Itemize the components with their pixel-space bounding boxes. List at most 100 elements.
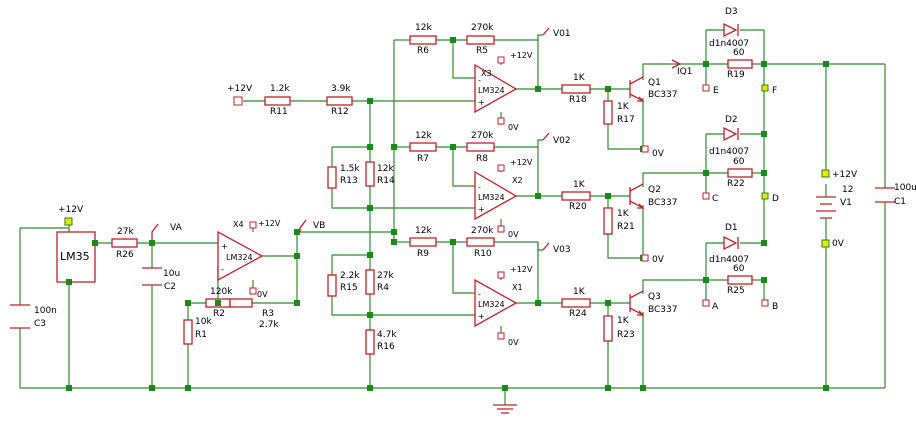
transistor-q3[interactable] <box>629 290 645 316</box>
resistor-r23[interactable] <box>603 315 613 342</box>
opamp-x3[interactable]: - + <box>474 63 518 114</box>
capacitor-c1[interactable] <box>875 187 895 203</box>
r5-ref: R5 <box>476 46 488 56</box>
c3-ref: C3 <box>34 319 46 329</box>
resistor-r1[interactable] <box>183 319 193 345</box>
resistor-r8[interactable] <box>466 142 495 152</box>
x1-plus-mark: + <box>478 312 485 321</box>
wires <box>19 29 886 405</box>
r19-ref: R19 <box>727 70 745 80</box>
diode-d1[interactable] <box>723 235 739 251</box>
r23-ref: R23 <box>617 330 635 340</box>
r3-value: 2.7k <box>259 320 279 330</box>
probe-vb-icon[interactable] <box>299 219 307 232</box>
resistor-r13[interactable] <box>327 166 337 189</box>
lm35-supply-label: +12V <box>58 205 84 215</box>
resistor-r18[interactable] <box>561 84 591 94</box>
r21-value: 1K <box>617 209 630 219</box>
resistor-r3[interactable] <box>229 298 253 308</box>
r1-value: 10k <box>195 317 212 327</box>
c2-ref: C2 <box>164 282 176 292</box>
resistor-r21[interactable] <box>603 207 613 235</box>
resistor-r6[interactable] <box>409 35 437 45</box>
resistor-r26[interactable] <box>111 238 138 248</box>
d1-part: d1n4007 <box>709 255 749 265</box>
r10-value: 270k <box>471 226 494 236</box>
resistor-r16[interactable] <box>365 329 375 355</box>
transistor-q2[interactable] <box>629 183 645 209</box>
probe-v01-icon[interactable] <box>542 27 550 36</box>
diode-d2[interactable] <box>723 126 739 142</box>
resistor-r10[interactable] <box>466 237 495 247</box>
battery-v1[interactable] <box>816 184 836 224</box>
r14-value: 12k <box>377 164 394 174</box>
r7-ref: R7 <box>417 154 429 164</box>
d1-ref: D1 <box>725 223 738 233</box>
opamps: - + - + - + + - <box>217 63 518 328</box>
probe-v02-icon[interactable] <box>542 132 550 141</box>
probe-v03-icon[interactable] <box>542 242 550 251</box>
v1-plus12-label: +12V <box>832 170 858 180</box>
lm35-sensor[interactable] <box>56 231 96 283</box>
transistor-q1[interactable] <box>629 76 645 102</box>
iq1-label: IQ1 <box>677 67 692 77</box>
terminal-f: F <box>772 86 777 96</box>
x2-name: LM324 <box>478 193 505 202</box>
resistor-r19[interactable] <box>727 59 753 69</box>
resistor-r22[interactable] <box>727 168 753 178</box>
r22-ref: R22 <box>727 179 745 189</box>
resistor-r12[interactable] <box>326 96 353 106</box>
opamp-x4[interactable]: + - <box>217 230 264 282</box>
resistor-r14[interactable] <box>365 161 375 187</box>
r17-value: 1K <box>617 102 630 112</box>
resistor-r24[interactable] <box>561 298 591 308</box>
x3-plus-mark: + <box>478 98 485 107</box>
r9-value: 12k <box>415 226 432 236</box>
supply-plus12-label: +12V <box>227 84 253 94</box>
resistor-r25[interactable] <box>727 275 753 285</box>
capacitor-c2[interactable] <box>142 267 162 286</box>
terminal-d: D <box>772 194 779 204</box>
r12-ref: R12 <box>331 107 349 117</box>
resistor-r4[interactable] <box>365 269 375 295</box>
resistor-r9[interactable] <box>409 237 437 247</box>
resistor-r15[interactable] <box>327 274 337 297</box>
x4-name: LM324 <box>226 253 253 262</box>
resistor-r11[interactable] <box>264 96 291 106</box>
c1-ref: C1 <box>894 197 906 207</box>
r9-ref: R9 <box>417 249 429 259</box>
v1-ref: V1 <box>840 198 852 208</box>
opamp-x1[interactable]: - + <box>474 278 518 328</box>
junction-dots <box>66 37 829 391</box>
r8-value: 270k <box>471 131 494 141</box>
r19-value: 60 <box>733 48 745 58</box>
resistors <box>111 35 753 355</box>
d2-ref: D2 <box>725 115 738 125</box>
lm35-name: LM35 <box>60 250 90 263</box>
x3-name: LM324 <box>478 86 505 95</box>
x4-gnd: 0V <box>257 290 268 299</box>
diode-d3[interactable] <box>723 22 739 38</box>
resistor-r20[interactable] <box>561 191 591 201</box>
x4-vcc: +12V <box>258 219 281 228</box>
net-va-label: VA <box>170 223 183 233</box>
q3-ref: Q3 <box>648 292 661 302</box>
opamp-x2[interactable]: - + <box>474 170 518 221</box>
r3-ref: R3 <box>262 309 274 319</box>
probe-va-icon[interactable] <box>151 223 159 243</box>
net-v03-label: V03 <box>553 245 571 255</box>
terminal-c: C <box>712 194 718 204</box>
net-v01-label: V01 <box>553 29 571 39</box>
q3-part: BC337 <box>648 305 677 315</box>
terminal-b: B <box>772 302 778 312</box>
r20-value: 1K <box>573 180 586 190</box>
resistor-r7[interactable] <box>409 142 437 152</box>
x3-ref: X3 <box>481 69 492 78</box>
r2-ref: R2 <box>213 309 225 319</box>
current-probe-iq1[interactable] <box>671 59 682 69</box>
resistor-r5[interactable] <box>466 35 495 45</box>
capacitor-c3[interactable] <box>10 304 30 329</box>
resistor-r17[interactable] <box>603 100 613 125</box>
q1-ref: Q1 <box>648 78 661 88</box>
